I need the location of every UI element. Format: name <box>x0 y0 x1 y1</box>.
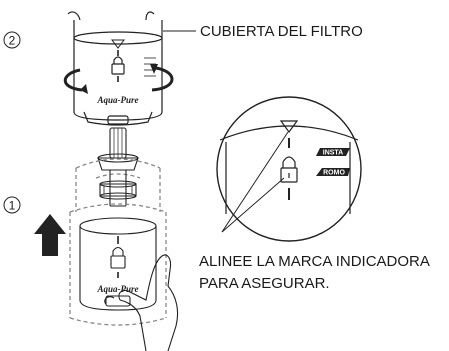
filter-cover-label: CUBIERTA DEL FILTRO <box>200 23 363 40</box>
brand-logo: Aqua-Pure <box>96 95 138 105</box>
align-leader-lines <box>221 131 289 233</box>
filter-cartridge-illustration <box>69 127 167 326</box>
step-1-number: 1 <box>9 199 16 213</box>
insta-tag: INSTA <box>316 148 350 157</box>
align-instruction-line2: PARA ASEGURAR. <box>199 275 330 292</box>
step-2-number: 2 <box>9 34 16 48</box>
alignment-detail-magnifier <box>216 96 362 242</box>
insta-tag-text: INSTA <box>323 150 343 157</box>
step-2-marker: 2 <box>3 31 21 49</box>
lift-up-arrow-icon <box>34 214 66 256</box>
hand-icon <box>104 254 179 351</box>
romo-tag: ROMO <box>316 168 350 177</box>
step-1-marker: 1 <box>3 196 21 214</box>
cartridge-brand-logo: Aqua-Pure <box>96 284 138 294</box>
romo-tag-text: ROMO <box>323 170 345 177</box>
filter-cover-illustration <box>63 11 174 126</box>
align-instruction-line1: ALINEE LA MARCA INDICADORA <box>199 253 430 270</box>
